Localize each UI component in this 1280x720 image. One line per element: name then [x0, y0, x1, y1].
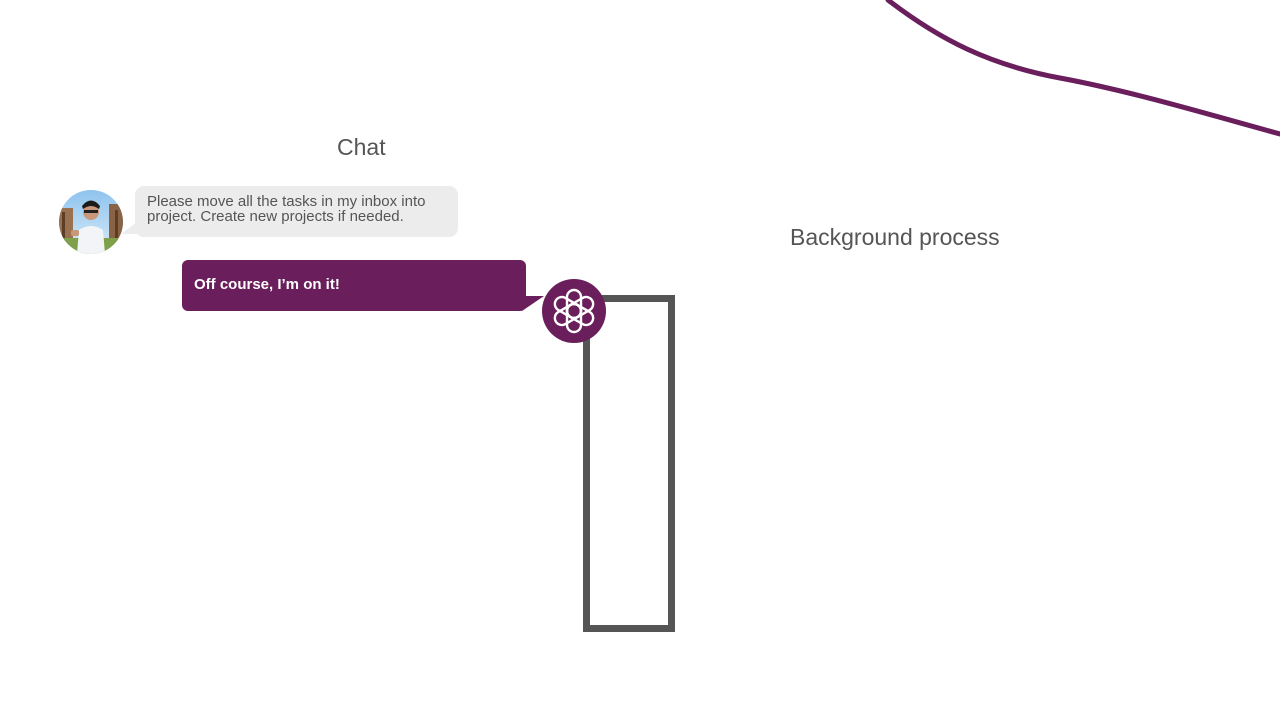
assistant-avatar — [542, 279, 606, 343]
chat-heading: Chat — [337, 134, 386, 160]
user-photo-icon — [59, 190, 123, 254]
user-bubble-tail — [121, 222, 137, 234]
assistant-bubble-tail — [522, 296, 544, 311]
background-process-heading: Background process — [790, 224, 1000, 250]
assistant-message-bubble: Off course, I’m on it! — [182, 260, 526, 311]
user-message-bubble: Please move all the tasks in my inbox in… — [135, 186, 458, 237]
user-message-text: Please move all the tasks in my inbox in… — [147, 193, 426, 225]
background-process-box — [583, 295, 675, 632]
openai-logo-icon — [553, 288, 595, 334]
user-avatar — [59, 190, 123, 254]
assistant-message-text: Off course, I’m on it! — [194, 276, 340, 293]
